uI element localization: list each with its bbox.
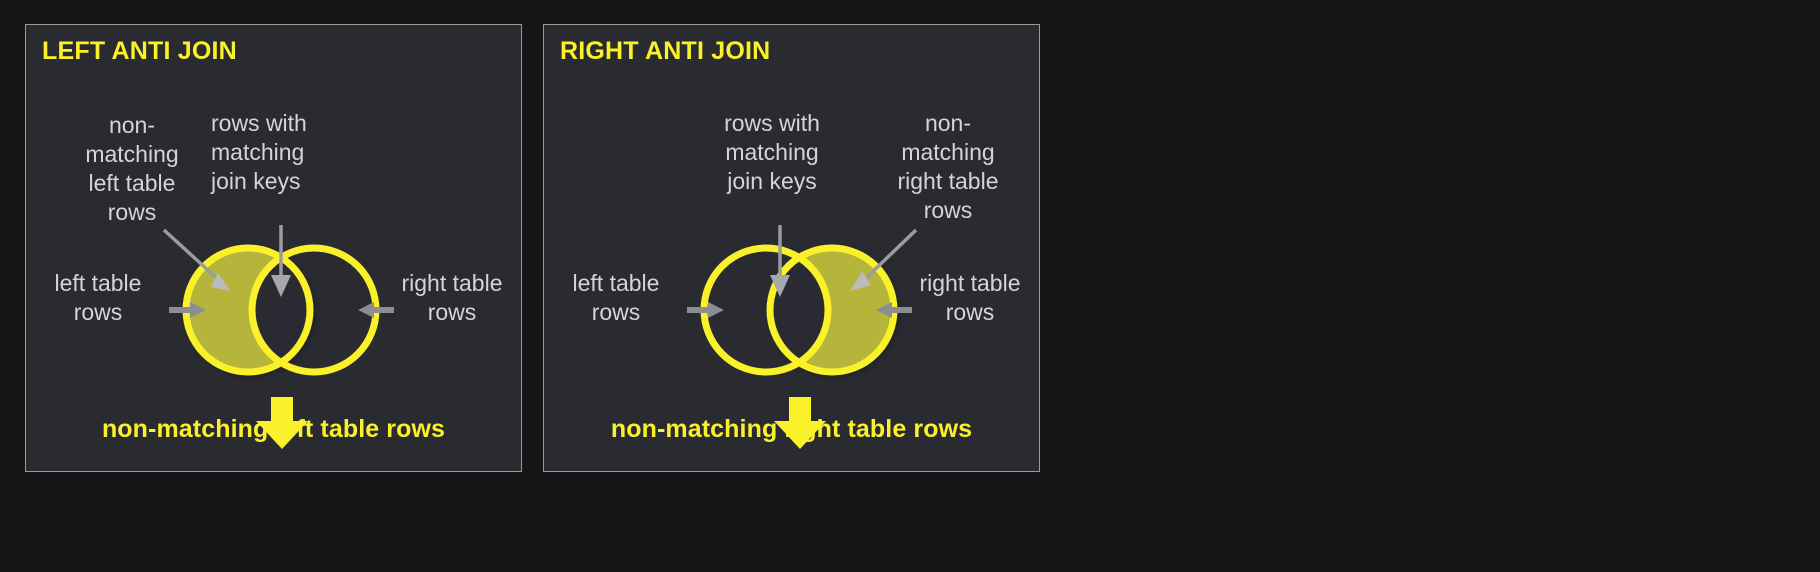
- callout-side-left: left table rows: [54, 270, 142, 325]
- down-arrow-icon: [256, 397, 308, 449]
- callout-side-right: right table rows: [919, 270, 1021, 325]
- pointer-arrow-nonmatching-left: [162, 228, 230, 291]
- venn-diagram-right: rows with matching join keys non- matchi…: [544, 25, 1039, 471]
- callout-top-right: non- matching right table rows: [897, 110, 999, 223]
- venn-right-only-fill: [770, 248, 894, 372]
- pointer-arrow-left-table: [687, 302, 724, 318]
- callout-top-left: rows with matching join keys: [724, 110, 820, 194]
- pointer-arrow-nonmatching-right: [850, 228, 918, 291]
- down-arrow-icon: [774, 397, 826, 449]
- pointer-arrow-right-table: [876, 302, 912, 318]
- pointer-arrow-matching-keys: [770, 225, 790, 297]
- callout-top-right: rows with matching join keys: [211, 110, 307, 194]
- panel-title: RIGHT ANTI JOIN: [560, 37, 771, 65]
- panel-title: LEFT ANTI JOIN: [42, 37, 237, 65]
- callout-top-left: non- matching left table rows: [85, 112, 179, 225]
- callout-side-right: right table rows: [401, 270, 503, 325]
- pointer-arrow-matching-keys: [271, 225, 291, 297]
- panel-left-anti-join: LEFT ANTI JOIN: [25, 24, 522, 472]
- panel-right-anti-join: RIGHT ANTI JOIN: [543, 24, 1040, 472]
- pointer-arrow-right-table: [358, 302, 394, 318]
- callout-side-left: left table rows: [572, 270, 660, 325]
- pointer-arrow-left-table: [169, 302, 206, 318]
- venn-diagram-left: non- matching left table rows rows with …: [26, 25, 521, 471]
- result-caption: non-matching left table rows: [101, 415, 446, 443]
- result-caption: non-matching right table rows: [610, 415, 973, 443]
